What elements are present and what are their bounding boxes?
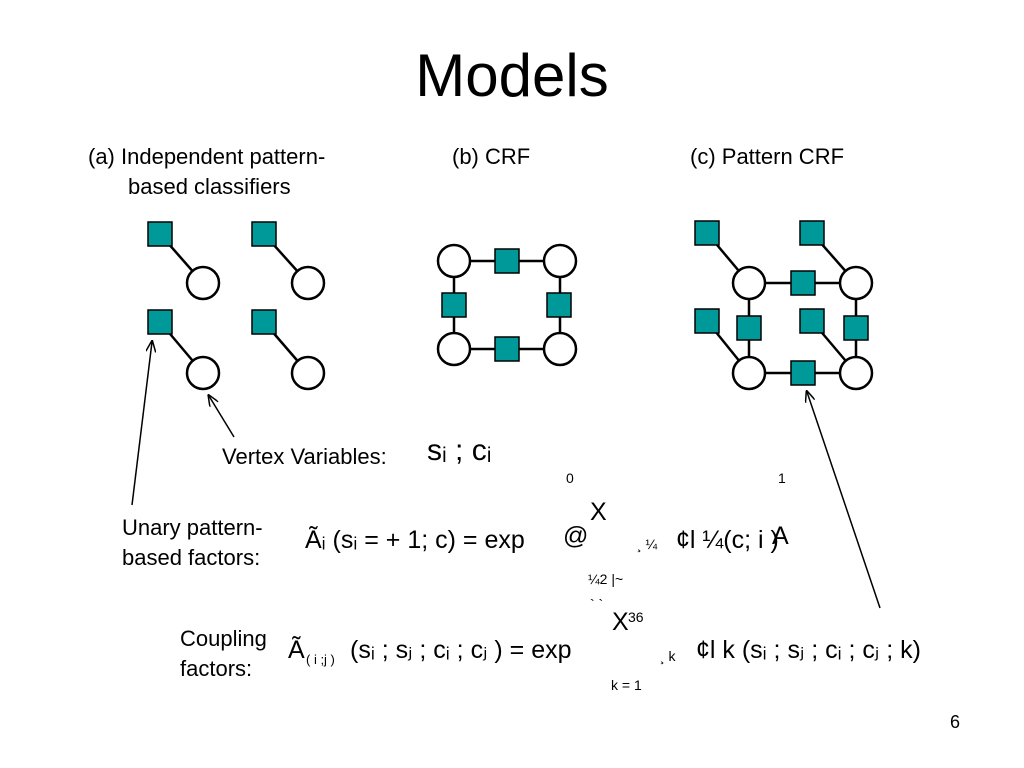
vertex-variable-node	[838, 265, 874, 301]
unary-factor-node	[147, 309, 173, 335]
coupling-label-line1: Coupling	[180, 626, 267, 651]
unary-factor-node	[147, 221, 173, 247]
coupling-sum-index: k = 1	[611, 677, 642, 693]
vertex-variable-node	[185, 265, 221, 301]
unary-factor-node	[694, 220, 720, 246]
vertex-variable-node	[542, 331, 578, 367]
vertex-variable-node	[185, 355, 221, 391]
panel-c-graph	[694, 220, 874, 391]
vertex-variable-node	[290, 265, 326, 301]
unary-bracket-glyph-top-left: 0	[566, 470, 574, 486]
slide-title: Models	[415, 42, 609, 109]
caption-a-line2: based classifiers	[128, 174, 291, 199]
coupling-subscript: ( i ;j )	[306, 652, 335, 667]
pairwise-factor-node	[494, 336, 520, 362]
vertex-variable-node	[290, 355, 326, 391]
vertex-variable-node	[731, 265, 767, 301]
pairwise-factor-node	[494, 248, 520, 274]
unary-bracket-left: @	[563, 522, 589, 550]
unary-label-line1: Unary pattern-	[122, 515, 263, 540]
vertex-variable-node	[436, 243, 472, 279]
unary-formula-lhs: Ãᵢ (sᵢ = + 1; c) = exp	[305, 526, 525, 554]
unary-factor-node	[694, 308, 720, 334]
unary-sub-glyph: ¸ ¼	[637, 536, 658, 552]
pairwise-factor-node	[843, 315, 869, 341]
pairwise-factor-node	[546, 292, 572, 318]
pairwise-factor-node	[441, 292, 467, 318]
unary-sum-symbol: X	[590, 498, 607, 526]
page-number: 6	[950, 712, 961, 732]
pairwise-factor-node	[790, 360, 816, 386]
vertex-variable-node	[731, 355, 767, 391]
vertex-variable-node	[838, 355, 874, 391]
vertex-variable-node	[436, 331, 472, 367]
unary-factor-node	[251, 221, 277, 247]
coupling-label-line2: factors:	[180, 656, 253, 681]
unary-sum-index: ¼2 |~	[588, 571, 624, 587]
coupling-pre-glyph: ` `	[590, 596, 604, 612]
unary-factor-node	[799, 220, 825, 246]
unary-label-line2: based factors:	[122, 545, 261, 570]
vertex-variables-label: Vertex Variables:	[222, 444, 387, 469]
unary-factor-node	[799, 308, 825, 334]
coupling-sup-glyph: 36	[628, 609, 644, 625]
unary-formula-body: ¢l ¼(c; i )	[676, 526, 779, 554]
arrow-to-unary-factor	[131, 342, 152, 506]
coupling-sum-symbol: X	[612, 608, 629, 636]
arrow-to-vertex	[209, 396, 235, 438]
caption-a-line1: (a) Independent pattern-	[88, 144, 326, 169]
vertex-variable-node	[542, 243, 578, 279]
caption-c: (c) Pattern CRF	[690, 144, 845, 169]
coupling-formula-body: ¢l k (sᵢ ; sⱼ ; cᵢ ; cⱼ ; k)	[696, 636, 921, 664]
unary-bracket-right: A	[772, 522, 789, 550]
pairwise-factor-node	[736, 315, 762, 341]
panel-b-graph	[436, 243, 578, 367]
coupling-formula-args: (sᵢ ; sⱼ ; cᵢ ; cⱼ ) = exp	[350, 636, 572, 664]
caption-b: (b) CRF	[452, 144, 531, 169]
coupling-formula-lhs: Ã	[288, 636, 305, 664]
vertex-formula: sᵢ ; cᵢ	[427, 434, 492, 467]
unary-factor-node	[251, 309, 277, 335]
pairwise-factor-node	[790, 270, 816, 296]
coupling-sub-glyph: ¸ k	[660, 648, 676, 664]
panel-a-graph	[147, 221, 326, 391]
unary-bracket-glyph-top-right: 1	[778, 470, 786, 486]
arrow-to-coupling-factor	[807, 392, 881, 609]
